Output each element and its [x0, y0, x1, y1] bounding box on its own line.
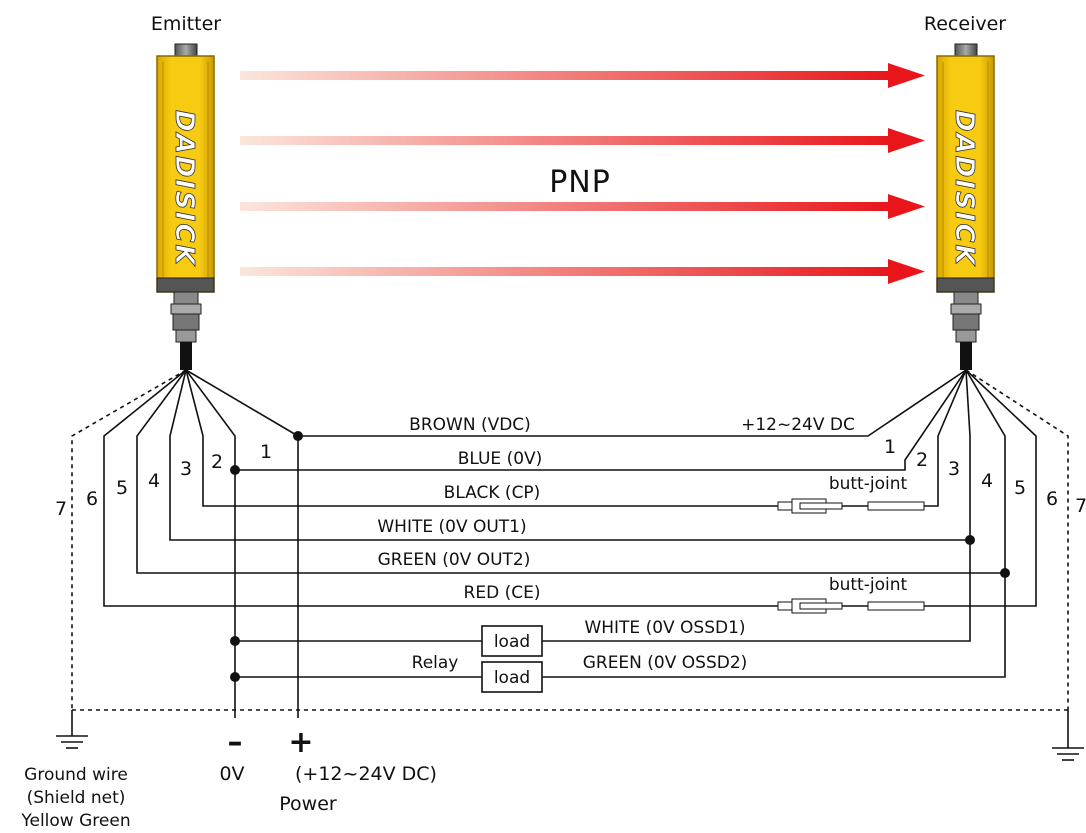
- receiver-device: DADISICK: [936, 43, 995, 370]
- wire-label-green-ossd2: GREEN (0V OSSD2): [583, 653, 748, 673]
- load-label: load: [494, 632, 530, 652]
- load-box: load: [481, 625, 543, 657]
- wire-labels: BROWN (VDC) +12~24V DC BLUE (0V) BLACK (…: [377, 415, 907, 673]
- load-box: load: [481, 661, 543, 693]
- power-label: Power: [279, 793, 337, 815]
- wire-label-blue: BLUE (0V): [458, 449, 543, 469]
- pin-number: 3: [948, 458, 960, 480]
- receiver-wires: [235, 369, 1069, 710]
- light-beams: [240, 63, 925, 284]
- pin-number: 3: [180, 458, 192, 480]
- ground-label-line: Yellow Green: [20, 811, 130, 831]
- junction-dot: [1000, 568, 1010, 578]
- pin-number: 2: [211, 451, 223, 473]
- emitter-label: Emitter: [151, 13, 221, 35]
- receiver-label: Receiver: [924, 13, 1006, 35]
- wire-label-red: RED (CE): [464, 583, 541, 603]
- supply-label: +12~24V DC: [741, 415, 855, 435]
- pin-number: 1: [260, 441, 272, 463]
- butt-joint-connector: [772, 598, 928, 614]
- plus-sign: +: [288, 725, 313, 760]
- junction-dot: [965, 535, 975, 545]
- receiver-pin-numbers: 1 2 3 4 5 6 7: [884, 436, 1086, 517]
- junction-dots: [230, 431, 1010, 682]
- ground-wire-label: Ground wire (Shield net) Yellow Green: [20, 765, 130, 831]
- power-lines: [72, 436, 1068, 718]
- pin-number: 5: [116, 477, 128, 499]
- pin-number: 4: [148, 470, 160, 492]
- junction-dot: [293, 431, 303, 441]
- emitter-brand-text: DADISICK: [169, 110, 199, 267]
- load-label: load: [494, 668, 530, 688]
- power-voltage-label: (+12~24V DC): [295, 763, 437, 785]
- ground-label-line: (Shield net): [27, 788, 126, 808]
- ground-label-line: Ground wire: [24, 765, 128, 785]
- pin-number: 5: [1014, 477, 1026, 499]
- wire-label-green-out2: GREEN (0V OUT2): [378, 550, 531, 570]
- pin-number: 7: [55, 498, 67, 520]
- ground-symbol-icon: [56, 710, 88, 749]
- beam-arrow: [240, 63, 925, 88]
- emitter-pin-numbers: 1 2 3 4 5 6 7: [55, 441, 272, 520]
- ground-symbol-icon: [1052, 710, 1084, 761]
- butt-joint-label: butt-joint: [829, 474, 908, 494]
- junction-dot: [230, 636, 240, 646]
- butt-joint-connector: [772, 498, 928, 514]
- relay-label: Relay: [412, 653, 459, 673]
- emitter-wires: [71, 369, 1005, 718]
- pin-number: 6: [86, 488, 98, 510]
- pin-number: 7: [1075, 495, 1086, 517]
- wire-label-black: BLACK (CP): [444, 483, 541, 503]
- diagram-title: PNP: [549, 165, 611, 200]
- pin-number: 4: [981, 470, 993, 492]
- pin-number: 6: [1046, 488, 1058, 510]
- receiver-brand-text: DADISICK: [949, 110, 979, 267]
- wire-label-white-out1: WHITE (0V OUT1): [377, 517, 526, 537]
- minus-sign: –: [228, 725, 243, 760]
- junction-dot: [230, 465, 240, 475]
- beam-arrow: [240, 194, 925, 219]
- beam-arrow: [240, 259, 925, 284]
- wire-label-brown: BROWN (VDC): [409, 415, 531, 435]
- junction-dot: [230, 672, 240, 682]
- beam-arrow: [240, 128, 925, 153]
- emitter-device: DADISICK: [156, 43, 215, 370]
- butt-joint-label: butt-joint: [829, 575, 908, 595]
- wire-label-white-ossd1: WHITE (0V OSSD1): [584, 618, 745, 638]
- zero-volt-label: 0V: [219, 763, 244, 785]
- pin-number: 2: [916, 449, 928, 471]
- pin-number: 1: [884, 436, 896, 458]
